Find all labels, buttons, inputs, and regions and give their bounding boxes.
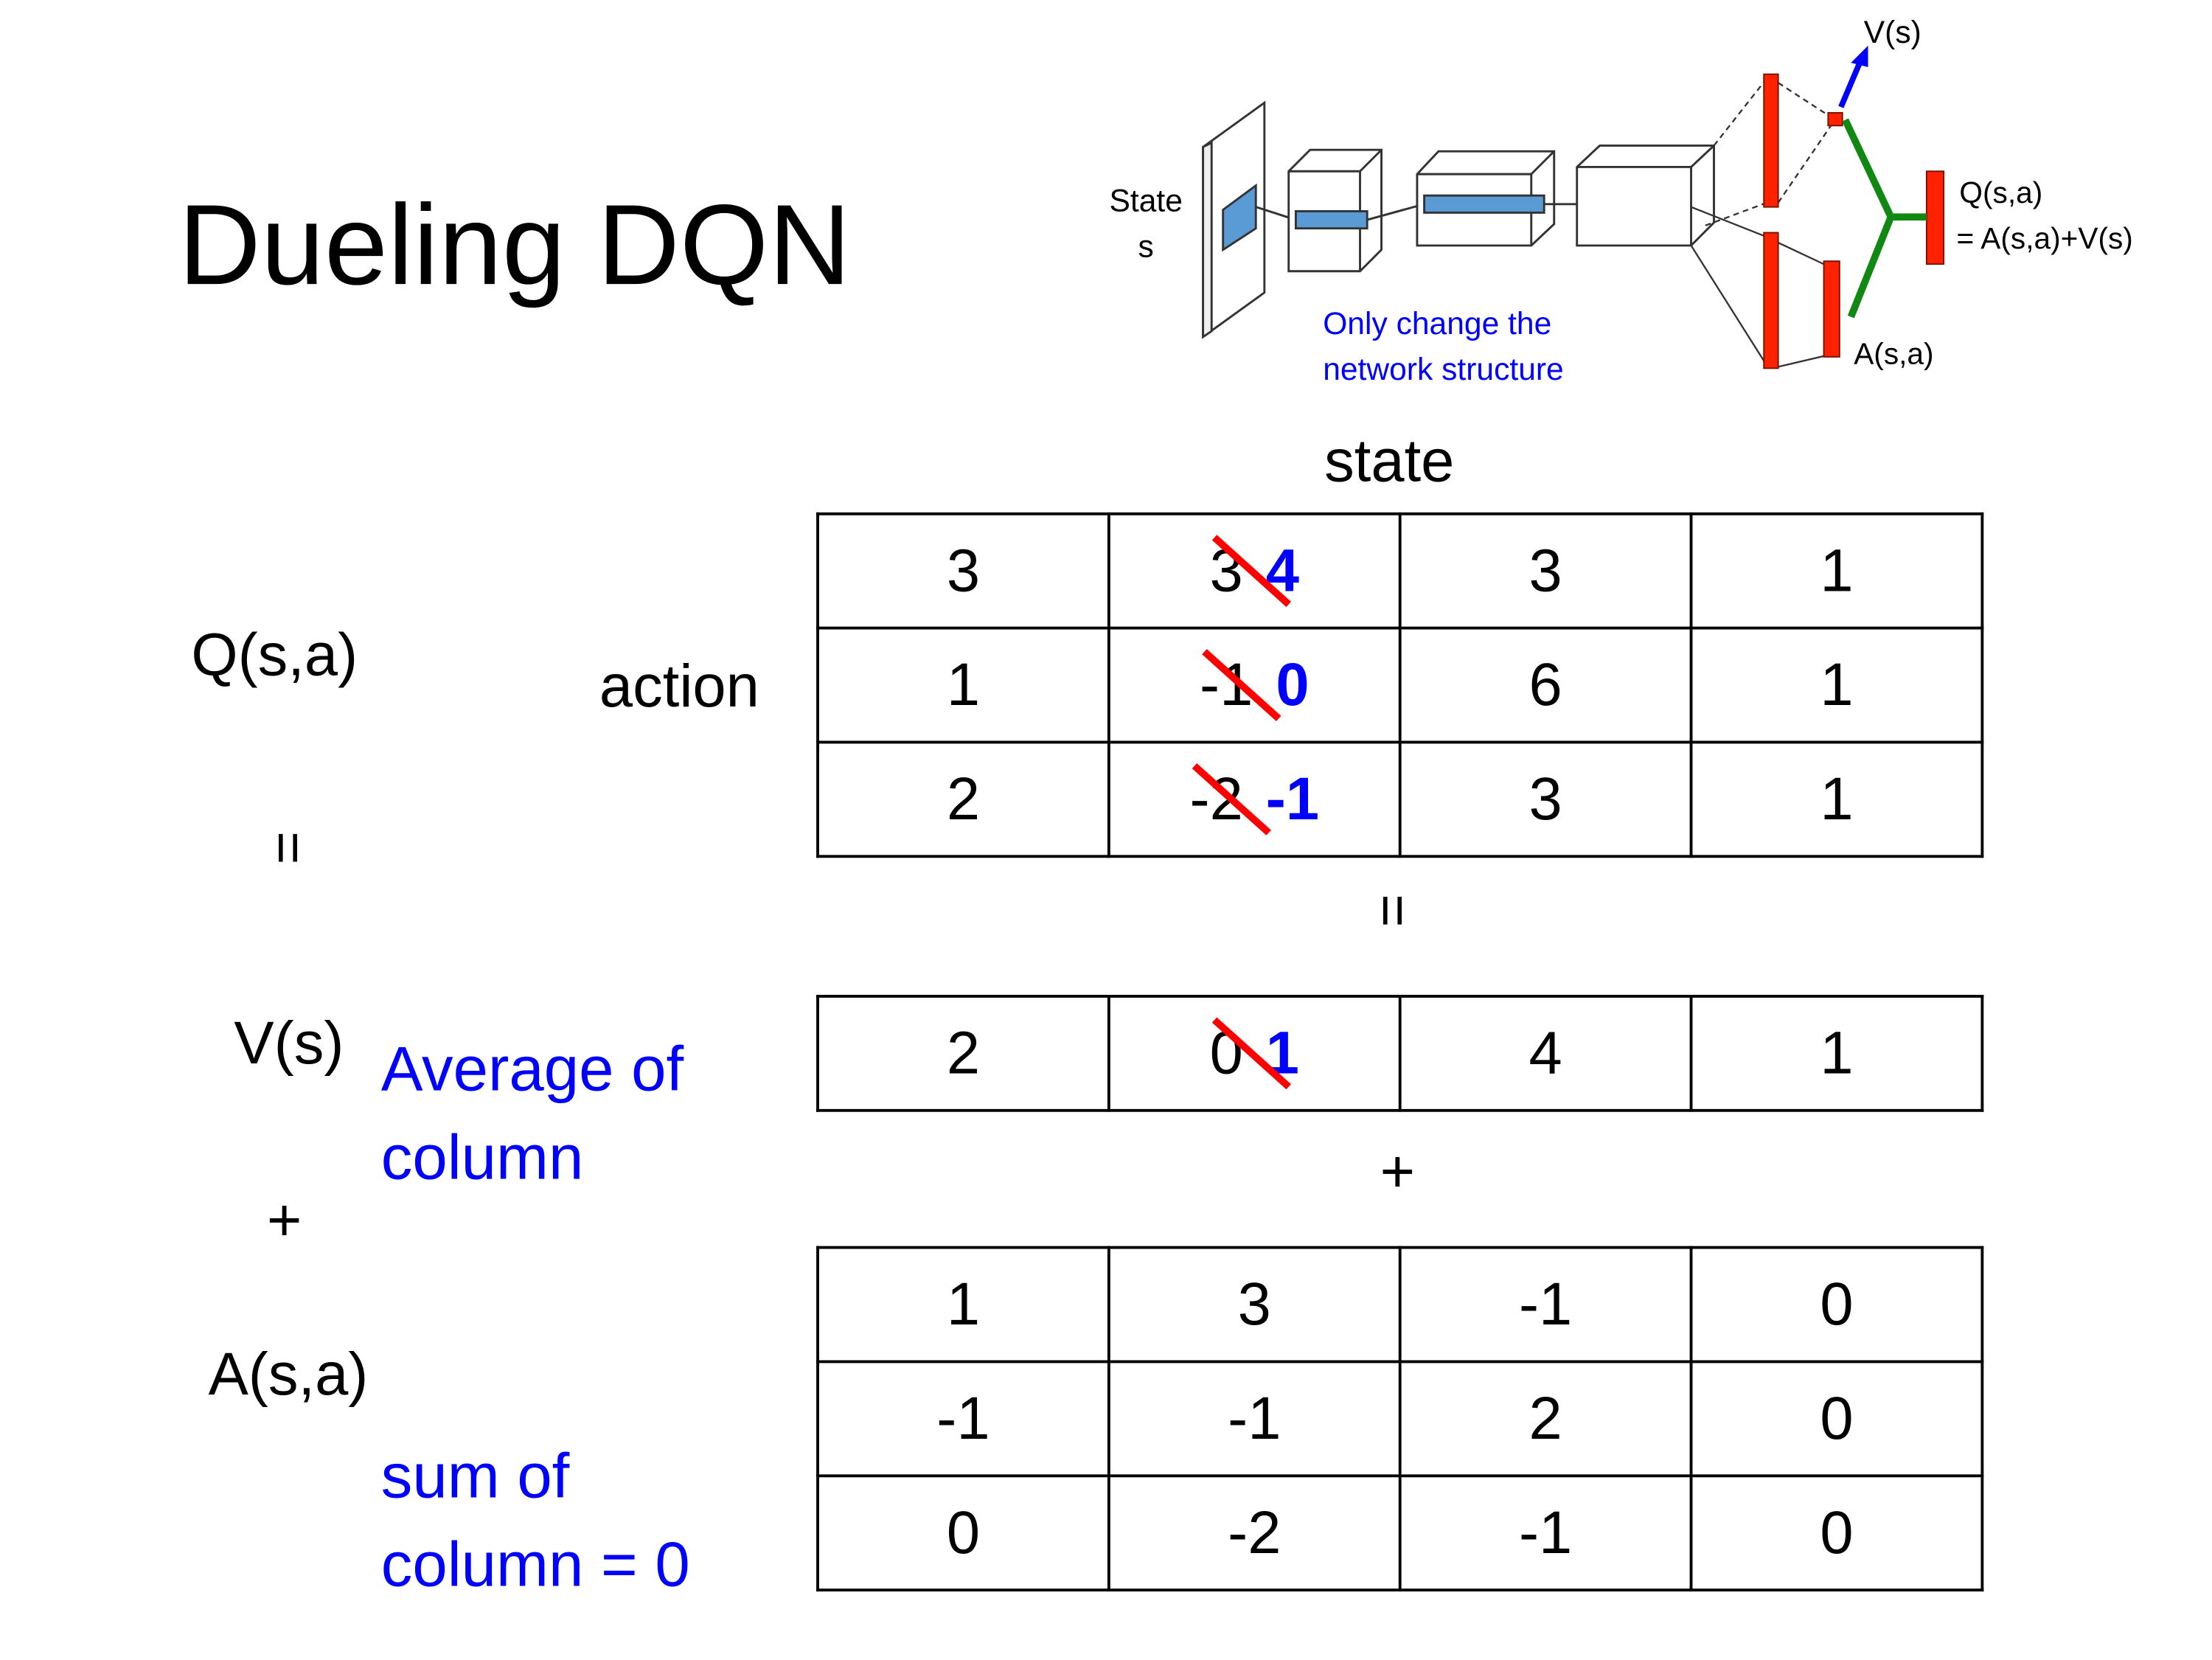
q-label: Q(s,a): [191, 620, 358, 688]
table-cell: 0: [1689, 1360, 1984, 1478]
conv-patch-2: [1423, 194, 1545, 214]
dueling-network-diagram: State s V(s) Q(s,a) = A(s,a)+V(s) A(s,a)…: [1109, 15, 2133, 387]
advantage-output: [1823, 260, 1840, 358]
table-cell: 6: [1398, 626, 1693, 744]
a-note-line-1: sum of: [380, 1441, 570, 1512]
conv-layer-3: [1576, 144, 1715, 247]
q-output: [1925, 170, 1945, 265]
value-stream-fc: [1763, 73, 1779, 208]
v-note-line-2: column: [380, 1123, 584, 1194]
value-arrow: [1838, 58, 1864, 108]
v-note-line-1: Average of: [380, 1035, 684, 1105]
a-label: A(s,a): [208, 1340, 369, 1408]
q-label: Q(s,a): [1959, 176, 2042, 209]
table-cell: 0: [1689, 1246, 1984, 1364]
table-cell: 4: [1398, 995, 1693, 1112]
table-cell: -2 -1: [1107, 740, 1402, 858]
table-cell: 1: [816, 1246, 1110, 1364]
table-cell: -1: [1398, 1474, 1693, 1592]
table-cell: -1 0: [1107, 626, 1402, 744]
table-cell: 1: [1689, 740, 1984, 858]
action-axis-label: action: [599, 652, 759, 720]
v-label: V(s): [234, 1009, 344, 1077]
note-line-1: Only change the: [1323, 306, 1551, 341]
value-output: [1827, 111, 1843, 127]
table-cell: 1: [1689, 995, 1984, 1112]
state-axis-label: state: [1324, 426, 1455, 494]
a-note-line-2: column = 0: [380, 1529, 690, 1600]
table-cell: 0: [816, 1474, 1110, 1592]
note-line-2: network structure: [1323, 352, 1564, 387]
table-cell: 3: [1398, 740, 1693, 858]
table-cell: -1: [1398, 1246, 1693, 1364]
table-cell: 2: [1398, 1360, 1693, 1478]
equals-sign-center: =: [1360, 894, 1424, 928]
q-formula: = A(s,a)+V(s): [1957, 221, 2133, 255]
table-cell: 3: [816, 512, 1110, 630]
struck-old-value: -2: [1189, 765, 1243, 833]
state-label: State: [1109, 183, 1182, 218]
table-cell: -2: [1107, 1474, 1402, 1592]
struck-old-value: 3: [1209, 536, 1243, 604]
advantage-label: A(s,a): [1854, 337, 1933, 371]
table-cell: 0: [1689, 1474, 1984, 1592]
table-cell: 3: [1398, 512, 1693, 630]
input-patch: [1222, 183, 1257, 252]
merge-lines: [1842, 118, 1927, 319]
struck-old-value: 0: [1209, 1018, 1243, 1086]
table-cell: -1: [1107, 1360, 1402, 1478]
plus-sign-center: +: [1380, 1137, 1416, 1205]
value-label: V(s): [1864, 15, 1921, 50]
table-cell: 2: [816, 740, 1110, 858]
struck-old-value: -1: [1200, 650, 1253, 718]
table-cell: 1: [1689, 512, 1984, 630]
table-cell: -1: [816, 1360, 1110, 1478]
equals-sign-left: =: [256, 831, 319, 865]
advantage-stream-fc: [1763, 232, 1779, 369]
corrected-value: -1: [1265, 765, 1320, 833]
plus-sign-left: +: [266, 1186, 302, 1254]
table-cell: 1: [1689, 626, 1984, 744]
table-cell: 3: [1107, 1246, 1402, 1364]
conv-patch-1: [1294, 209, 1368, 230]
slide-title: Dueling DQN: [178, 181, 852, 309]
corrected-value: 0: [1276, 650, 1310, 718]
state-symbol: s: [1138, 229, 1154, 264]
table-cell: 1: [816, 626, 1110, 744]
table-cell: 2: [816, 995, 1110, 1112]
